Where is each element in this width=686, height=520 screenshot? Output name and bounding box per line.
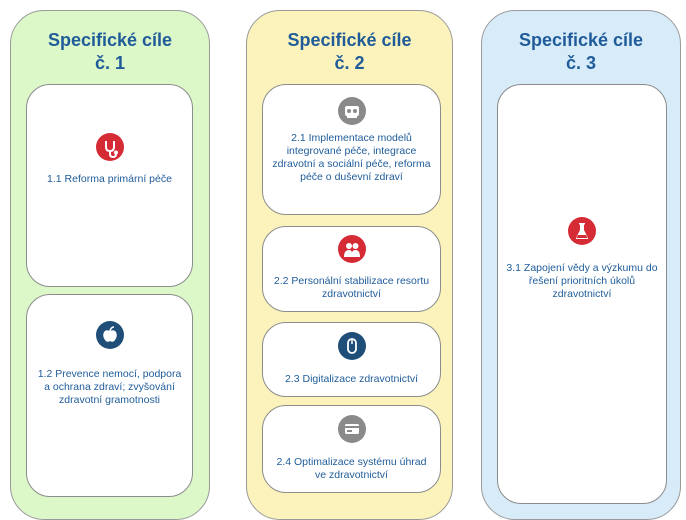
column-title-line1: Specifické cíle: [518, 30, 644, 50]
stethoscope-icon: [95, 133, 124, 161]
column-title-line2: č. 1: [94, 53, 126, 73]
apple-icon: [95, 321, 124, 349]
flask-icon: [568, 217, 596, 245]
goal-card-label: 3.1 Zapojení vědy a výzkumu do řešení pr…: [506, 262, 658, 300]
column-title-line2: č. 3: [565, 53, 597, 73]
computer-mouse-icon: [337, 332, 366, 360]
column-title-line1: Specifické cíle: [47, 30, 173, 50]
goal-card-label: 1.1 Reforma primární péče: [47, 173, 172, 185]
goal-card-2-1: 2.1 Implementace modelů integrované péče…: [262, 84, 441, 215]
goal-card-2-2: 2.2 Personální stabilizace resortu zdrav…: [262, 226, 441, 312]
goal-card-label: 2.4 Optimalizace systému úhrad ve zdravo…: [276, 456, 427, 481]
goal-card-label: 2.2 Personální stabilizace resortu zdrav…: [273, 275, 430, 300]
goal-card-3-1: 3.1 Zapojení vědy a výzkumu do řešení pr…: [497, 84, 667, 504]
goal-card-1-2: 1.2 Prevence nemocí, podpora a ochrana z…: [26, 294, 193, 497]
column-title: Specifické cíle č. 2: [247, 29, 452, 75]
column-title-line1: Specifické cíle: [287, 30, 412, 50]
goal-card-label: 1.2 Prevence nemocí, podpora a ochrana z…: [37, 368, 182, 406]
medical-staff-icon: [337, 235, 366, 263]
goal-card-label: 2.3 Digitalizace zdravotnictví: [284, 373, 419, 385]
column-title: Specifické cíle č. 1: [11, 29, 209, 75]
payment-card-icon: [337, 415, 366, 443]
goal-card-2-3: 2.3 Digitalizace zdravotnictví: [262, 322, 441, 397]
goal-card-2-4: 2.4 Optimalizace systému úhrad ve zdravo…: [262, 405, 441, 493]
care-integration-icon: [337, 97, 366, 125]
column-title-line2: č. 2: [334, 53, 365, 73]
goal-card-label: 2.1 Implementace modelů integrované péče…: [272, 132, 431, 183]
goal-card-1-1: 1.1 Reforma primární péče: [26, 84, 193, 287]
column-title: Specifické cíle č. 3: [482, 29, 680, 75]
